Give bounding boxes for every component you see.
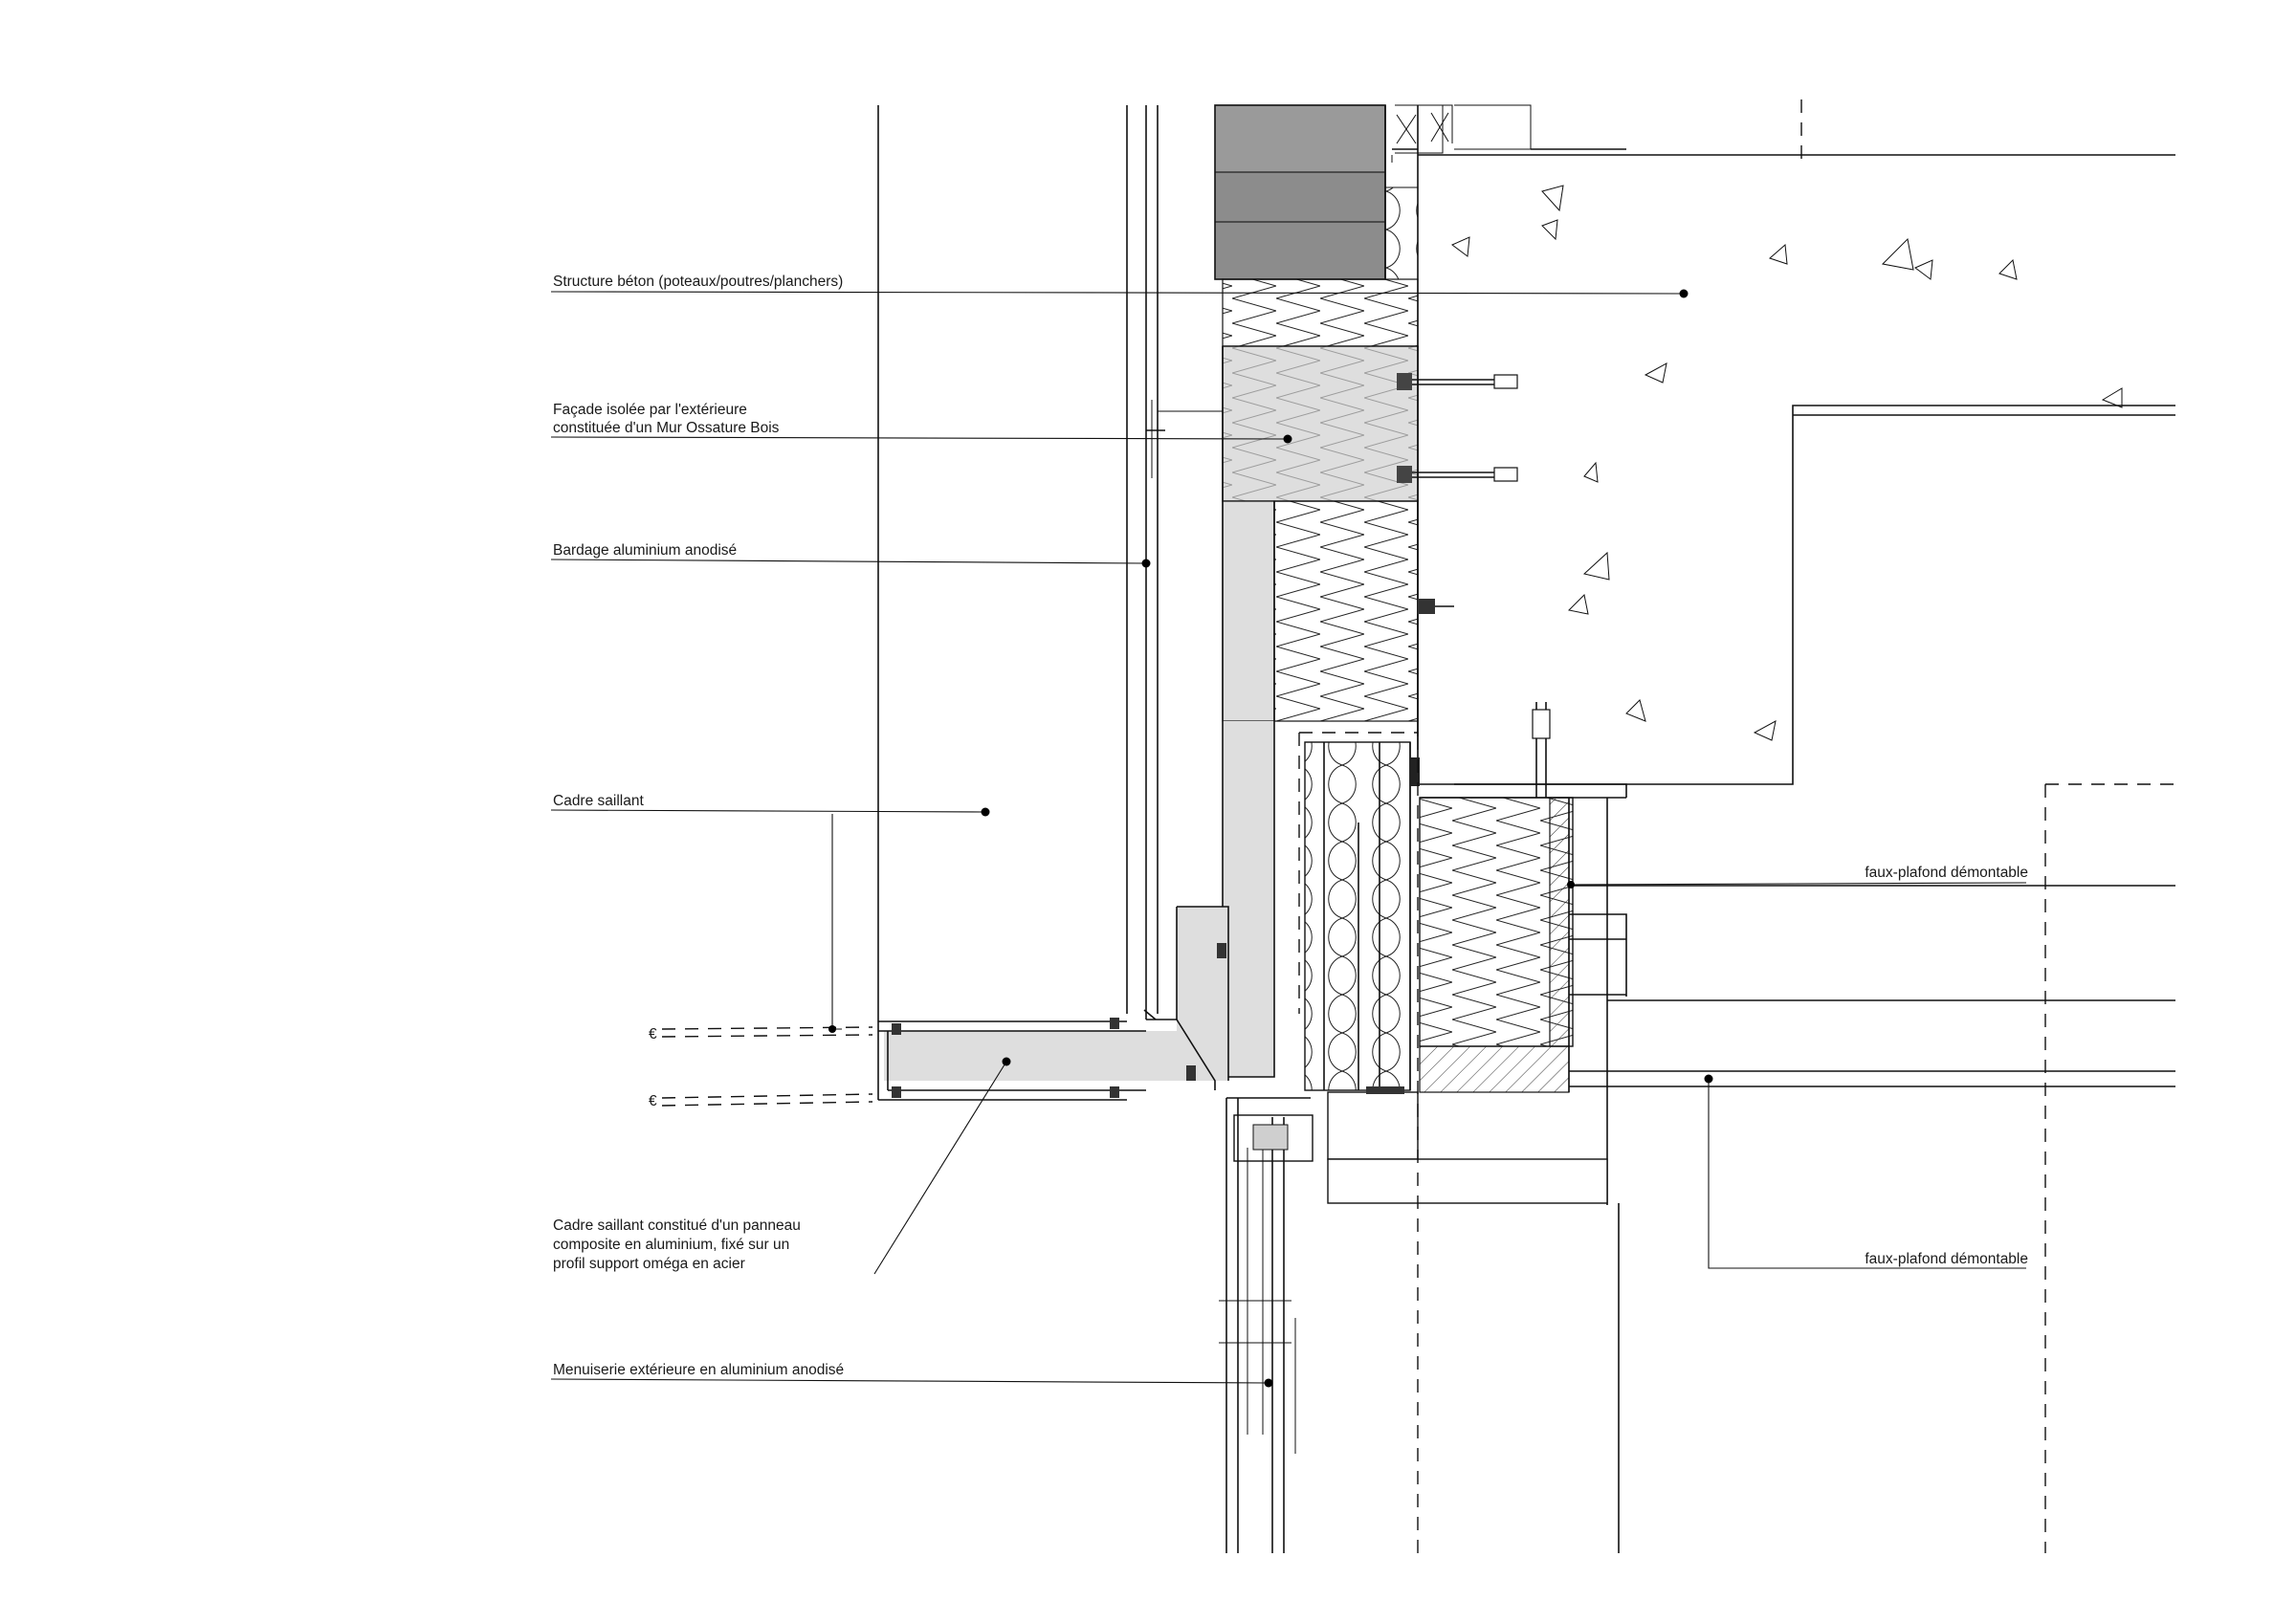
- label-menuiserie: Menuiserie extérieure en aluminium anodi…: [553, 1362, 844, 1378]
- label-faux-plafond-bottom: faux-plafond démontable: [1865, 1251, 2028, 1267]
- projection-dashes: € €: [649, 1026, 873, 1109]
- svg-text:€: €: [649, 1026, 657, 1042]
- frame-fixings: [892, 943, 1226, 1098]
- upper-wall: [1214, 99, 1802, 280]
- anchor-bolts: [1397, 373, 1518, 614]
- label-cadre-detail-line-2: composite en aluminium, fixé sur un: [553, 1237, 789, 1253]
- annotation-labels: Structure béton (poteaux/poutres/planche…: [553, 274, 2028, 1378]
- label-structure-beton: Structure béton (poteaux/poutres/planche…: [553, 274, 843, 290]
- label-cadre-detail-line-1: Cadre saillant constitué d'un panneau: [553, 1217, 801, 1234]
- leader-lines: [550, 289, 2027, 1388]
- label-faux-plafond-top: faux-plafond démontable: [1865, 865, 2028, 881]
- interior-lining: [1298, 702, 2175, 1553]
- label-cadre-saillant: Cadre saillant: [553, 793, 644, 809]
- aluminium-cladding: [877, 105, 1223, 1021]
- label-facade-line-2: constituée d'un Mur Ossature Bois: [553, 420, 780, 436]
- timber-frame-wall: [1222, 278, 1518, 1078]
- label-cadre-detail-line-3: profil support oméga en acier: [553, 1256, 745, 1272]
- label-bardage: Bardage aluminium anodisé: [553, 542, 737, 559]
- label-facade-line-1: Façade isolée par l'extérieure: [553, 402, 747, 418]
- projecting-frame: [877, 906, 1229, 1101]
- window-frame: [1219, 1097, 1314, 1553]
- svg-text:€: €: [649, 1093, 657, 1109]
